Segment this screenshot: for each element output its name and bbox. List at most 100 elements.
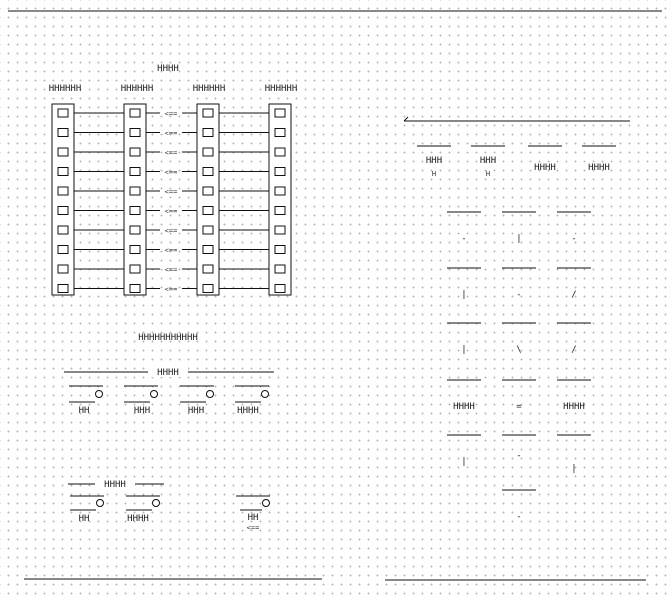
interface-title: HHHHHHHHHHH xyxy=(138,333,198,343)
column-label-4: HHHHHH xyxy=(265,84,298,94)
pin-square-4 xyxy=(274,264,286,274)
pin-square-3 xyxy=(202,108,214,118)
group-b-terminal-2: HHHH xyxy=(126,495,160,524)
table-cell: | xyxy=(461,457,466,467)
group-b-terminal-1: HH xyxy=(70,495,104,524)
table-cell: \ xyxy=(516,345,521,355)
pin-square-1 xyxy=(57,147,69,157)
pin-row: <== xyxy=(57,206,286,216)
pin-square-2 xyxy=(129,147,141,157)
pin-square-2 xyxy=(129,225,141,235)
table-rows: -|-|-/|\/HHHH=HHHH|-|- xyxy=(447,211,591,522)
table-row: |\/ xyxy=(447,322,591,355)
terminal-pin xyxy=(95,390,103,398)
pair-label: <== xyxy=(165,188,178,196)
table-cell: | xyxy=(516,234,521,244)
table-row: | - / xyxy=(447,267,591,300)
pin-square-2 xyxy=(129,264,141,274)
column-label-2: HHHHHH xyxy=(121,84,154,94)
pair-label: <== xyxy=(165,149,178,157)
pin-square-3 xyxy=(202,128,214,137)
pin-row: <== xyxy=(57,245,286,255)
pin-row: <== xyxy=(57,264,286,274)
pin-square-4 xyxy=(274,128,286,137)
pin-square-2 xyxy=(129,128,141,137)
group-a-label-3: HHH xyxy=(188,406,204,416)
header-1-line-1: HHH xyxy=(426,156,442,166)
table-cell: - xyxy=(461,234,466,244)
pin-square-2 xyxy=(129,186,141,196)
table-cell: / xyxy=(571,290,576,300)
group-a-terminal-4: HHHH xyxy=(235,385,269,416)
group-b-label-2: HHHH xyxy=(127,514,149,524)
column-label-1: HHHHHH xyxy=(49,84,82,94)
pin-square-1 xyxy=(57,186,69,196)
pin-square-1 xyxy=(57,245,69,254)
table-cell: | xyxy=(461,290,466,300)
pin-square-3 xyxy=(202,147,214,157)
pin-square-2 xyxy=(129,206,141,215)
pair-label: <== xyxy=(165,247,178,255)
pin-row: <== xyxy=(57,128,286,138)
pin-square-2 xyxy=(129,167,141,176)
pin-square-1 xyxy=(57,206,69,215)
pin-row: <== xyxy=(57,108,286,118)
header-3: HHHH xyxy=(534,163,556,173)
terminal-pin xyxy=(262,499,270,507)
interface-section: HHHHHHHHHHH HHHH HH HHH HHH HHHH xyxy=(64,333,274,532)
pin-row: <== xyxy=(57,284,286,294)
pin-square-3 xyxy=(202,186,214,196)
group-a-terminal-2: HHH xyxy=(124,385,158,416)
terminal-pin xyxy=(206,390,214,398)
misc-label-1: HH xyxy=(248,513,259,523)
group-b-title-bg xyxy=(95,479,135,489)
table-cell: - xyxy=(516,451,521,461)
pin-square-4 xyxy=(274,147,286,157)
terminal-pin xyxy=(150,390,158,398)
header-1-line-2: H xyxy=(432,170,436,178)
table-cell: - xyxy=(516,290,521,300)
group-b-title: HHHH xyxy=(104,480,126,490)
pin-row: <== xyxy=(57,167,286,177)
pin-square-4 xyxy=(274,225,286,235)
table-cell: - xyxy=(516,512,521,522)
table-diagram: HHH H HHH H HHHH HHHH -|-|-/|\/HHHH=HHHH… xyxy=(403,116,630,522)
pin-square-2 xyxy=(129,245,141,254)
pin-square-3 xyxy=(202,167,214,176)
pin-row: <== xyxy=(57,147,286,157)
pin-row: <== xyxy=(57,186,286,196)
group-a-title-bg xyxy=(148,367,188,377)
group-a-terminal-1: HH xyxy=(69,385,103,416)
pair-label: <== xyxy=(165,208,178,216)
header-2-line-2: H xyxy=(486,170,490,178)
pair-label: <== xyxy=(165,286,178,294)
table-cell: | xyxy=(461,345,466,355)
pin-square-1 xyxy=(57,167,69,176)
misc-label-2: <== xyxy=(247,524,260,532)
pin-square-3 xyxy=(202,264,214,274)
group-a-terminal-3: HHH xyxy=(180,385,214,416)
group-a-label-1: HH xyxy=(79,406,90,416)
pin-square-3 xyxy=(202,206,214,215)
table-cell: HHHH xyxy=(563,402,585,412)
pin-square-4 xyxy=(274,167,286,176)
column-label-3: HHHHHH xyxy=(193,84,226,94)
pin-square-4 xyxy=(274,108,286,118)
pin-rows: <==<==<==<==<==<==<==<==<==<== xyxy=(57,108,286,294)
pin-square-4 xyxy=(274,284,286,293)
connector-diagram: HHHH HHHHHH HHHHHH HHHHHH HHHHHH <==<==<… xyxy=(49,64,298,296)
group-a-label-4: HHHH xyxy=(237,406,259,416)
pair-label: <== xyxy=(165,110,178,118)
pin-square-4 xyxy=(274,186,286,196)
pin-square-1 xyxy=(57,264,69,274)
pin-square-2 xyxy=(129,284,141,293)
pin-square-4 xyxy=(274,206,286,215)
table-cell: = xyxy=(516,402,522,412)
group-a-title: HHHH xyxy=(157,368,179,378)
table-cell: | xyxy=(571,464,576,474)
pin-square-3 xyxy=(202,245,214,254)
pin-square-2 xyxy=(129,108,141,118)
table-row: -|- xyxy=(447,211,591,244)
